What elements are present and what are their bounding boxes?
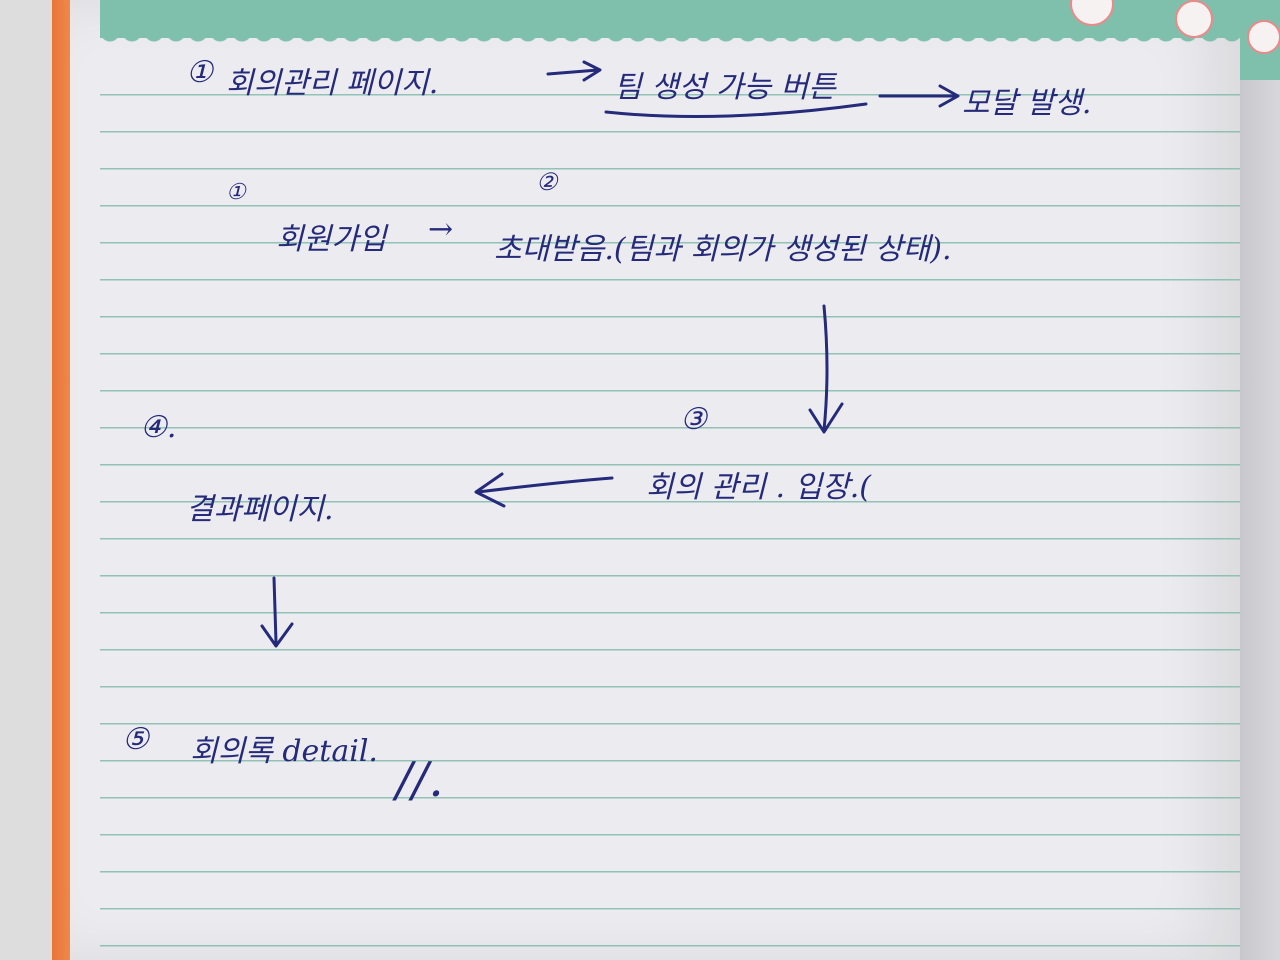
page-top-band [100,0,1240,48]
step-number: ② [536,168,558,196]
arrow-right-icon [878,84,960,108]
arrow-left-icon [474,472,614,508]
arrow-down-icon [808,304,844,434]
arrow-glyph: → [428,212,454,247]
arrow-right-icon [546,60,602,82]
flower-decoration [1247,20,1280,54]
right-page-edge [1240,0,1280,960]
handwritten-text: 팀 생성 가능 버튼 [614,70,836,105]
step-number: ⑤ [122,722,149,757]
flower-decoration [1175,0,1213,38]
handwritten-text: 모달 발생. [962,86,1092,121]
step-number: ① [186,55,213,90]
handwritten-mark: //. [396,752,444,808]
step-number: ③ [680,402,707,437]
handwritten-text: 회의록 detail. [190,734,378,769]
ruled-lines [100,60,1240,960]
handwritten-text: 초대받음.(팀과 회의가 생성된 상태). [494,232,952,267]
handwritten-text: 회의 관리 . 입장.( [646,470,871,505]
arrow-down-icon [260,576,294,648]
handwritten-text: 회의관리 페이지. [226,66,439,101]
step-number: ① [226,180,246,205]
step-number: ④. [140,410,177,445]
handwritten-text: 회원가입 [276,222,387,257]
underline-stroke [604,102,868,118]
handwritten-text: 결과페이지. [186,492,334,527]
